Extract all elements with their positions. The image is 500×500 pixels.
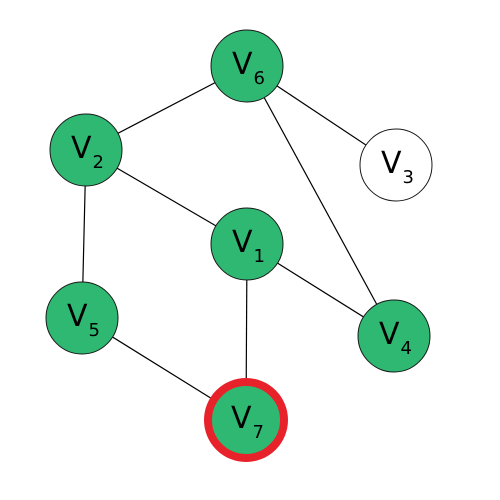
node-label-v3: V3 bbox=[381, 146, 414, 188]
node-v1: V1 bbox=[210, 207, 284, 281]
node-v6: V6 bbox=[210, 29, 284, 103]
node-label-v1: V1 bbox=[232, 225, 265, 267]
node-v2: V2 bbox=[49, 113, 123, 187]
node-label-v4: V4 bbox=[379, 317, 412, 359]
node-label-v7: V7 bbox=[231, 401, 264, 443]
node-circle-v1 bbox=[210, 207, 284, 281]
node-label-v6: V6 bbox=[232, 47, 265, 89]
node-v3: V3 bbox=[359, 128, 433, 202]
node-v7: V7 bbox=[204, 378, 288, 462]
highlight-ring-v7 bbox=[204, 378, 288, 462]
node-circle-v3 bbox=[359, 128, 433, 202]
node-label-v5: V5 bbox=[67, 299, 100, 341]
edge-v6-v4 bbox=[246, 65, 395, 337]
node-v5: V5 bbox=[45, 281, 119, 355]
node-v4: V4 bbox=[357, 299, 431, 373]
node-circle-v2 bbox=[49, 113, 123, 187]
node-circle-v4 bbox=[357, 299, 431, 373]
node-circle-v5 bbox=[45, 281, 119, 355]
node-circle-v6 bbox=[210, 29, 284, 103]
node-label-v2: V2 bbox=[71, 131, 104, 173]
